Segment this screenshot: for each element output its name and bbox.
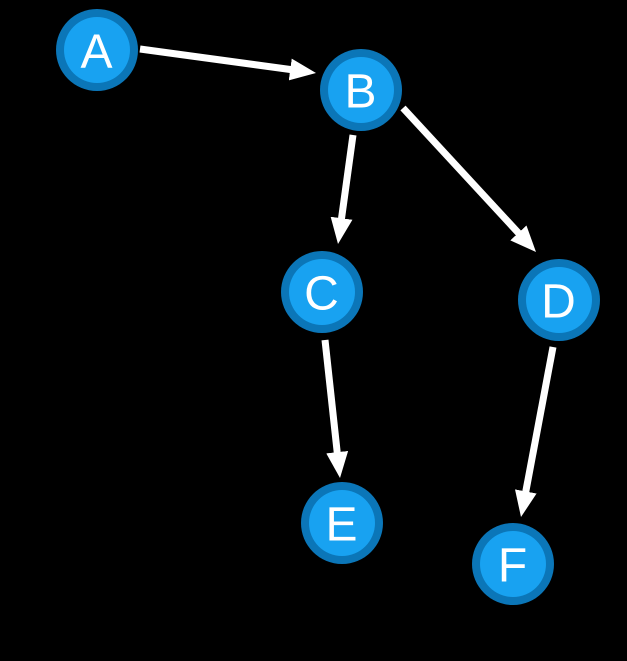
edges-layer [139,45,557,518]
node-C[interactable]: C [281,251,363,333]
node-B[interactable]: B [320,49,402,131]
node-body [526,267,592,333]
node-E[interactable]: E [301,482,383,564]
node-body [328,57,394,123]
node-label: A [80,26,113,79]
node-A[interactable]: A [56,9,138,91]
node-F[interactable]: F [472,523,554,605]
node-body [64,17,130,83]
edge-B-D [400,105,537,253]
node-body [289,259,355,325]
nodes-layer: A B C D E F [56,9,600,605]
node-body [309,490,375,556]
edge-C-E [321,339,349,479]
node-body [480,531,546,597]
node-label: B [344,66,377,119]
node-label: D [541,276,577,329]
node-label: F [498,540,528,593]
edge-B-C [330,134,357,245]
edge-D-F [514,346,557,518]
edge-A-B [139,45,317,81]
node-D[interactable]: D [518,259,600,341]
node-label: E [325,499,358,552]
node-label: C [304,268,340,321]
